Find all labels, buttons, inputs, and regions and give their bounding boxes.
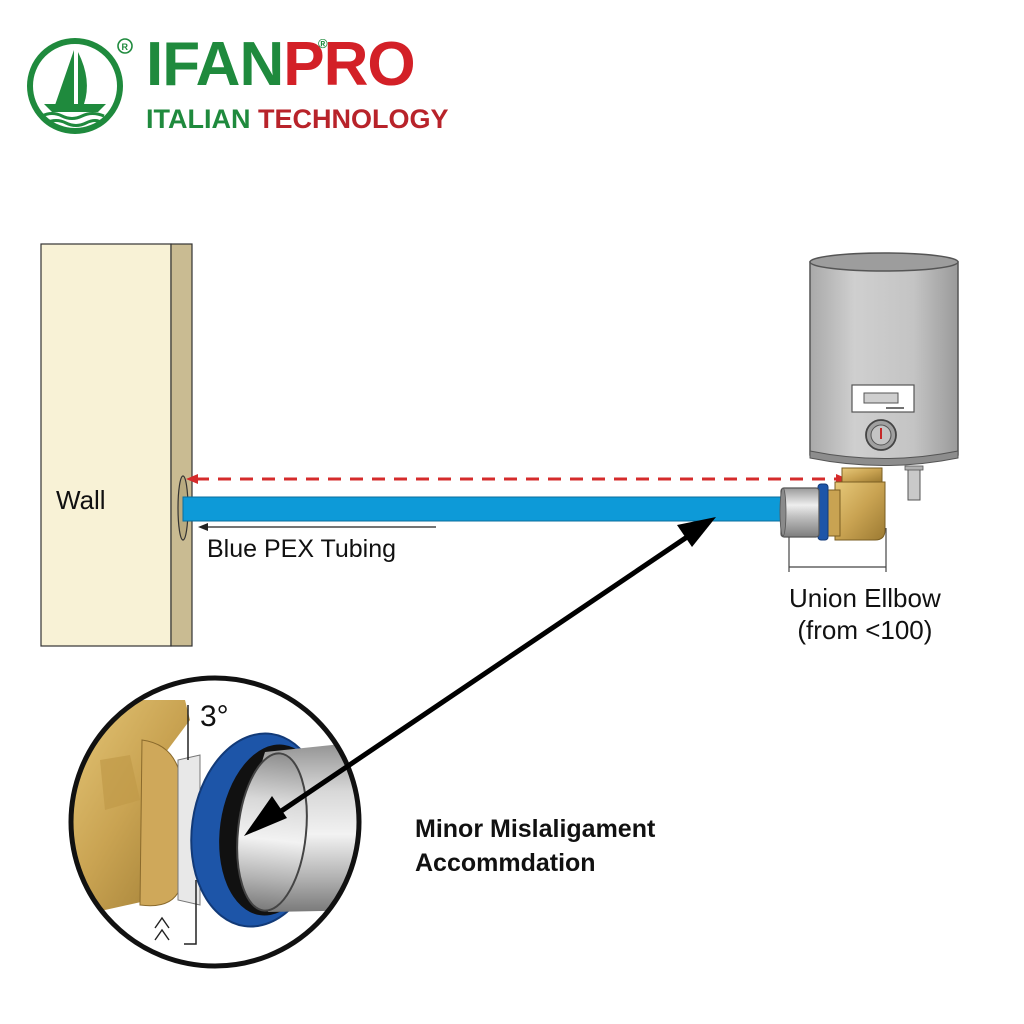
fitting-label-line1: Union Ellbow bbox=[789, 583, 941, 613]
tagline-part2: TECHNOLOGY bbox=[258, 104, 449, 134]
elbow-dimension-bracket bbox=[788, 528, 887, 572]
fitting-label: Union Ellbow (from <100) bbox=[789, 582, 941, 646]
brand-tagline: ITALIAN TECHNOLOGY bbox=[146, 104, 449, 134]
callout-label: Minor Mislaligament Accommdation bbox=[415, 812, 655, 880]
angle-label: 3° bbox=[200, 700, 229, 733]
water-heater bbox=[809, 252, 959, 501]
union-elbow-fitting bbox=[779, 467, 886, 541]
arrowhead-icon bbox=[677, 517, 716, 547]
callout-line1: Minor Mislaligament bbox=[415, 815, 656, 843]
callout-double-arrow bbox=[244, 517, 716, 836]
brand-logo-wordmark: IFANPRO bbox=[146, 34, 416, 96]
tagline-part1: ITALIAN bbox=[146, 104, 251, 134]
registered-mark: ® bbox=[318, 36, 328, 51]
pex-tubing bbox=[182, 496, 786, 522]
wall bbox=[40, 243, 193, 647]
alignment-guide-line bbox=[186, 474, 848, 484]
svg-text:R: R bbox=[122, 42, 129, 52]
brand-name-secondary: PRO bbox=[283, 30, 415, 99]
chevron-up-icon bbox=[154, 916, 170, 941]
tubing-label: Blue PEX Tubing bbox=[207, 535, 397, 563]
wall-label: Wall bbox=[56, 485, 106, 515]
brand-name-primary: IFAN bbox=[146, 30, 284, 99]
fitting-label-line2: (from <100) bbox=[797, 615, 933, 645]
callout-line2: Accommdation bbox=[415, 849, 596, 877]
tubing-leader-arrow bbox=[198, 523, 436, 531]
arrowhead-icon bbox=[244, 796, 287, 836]
logo-emblem-icon: R bbox=[27, 38, 133, 134]
